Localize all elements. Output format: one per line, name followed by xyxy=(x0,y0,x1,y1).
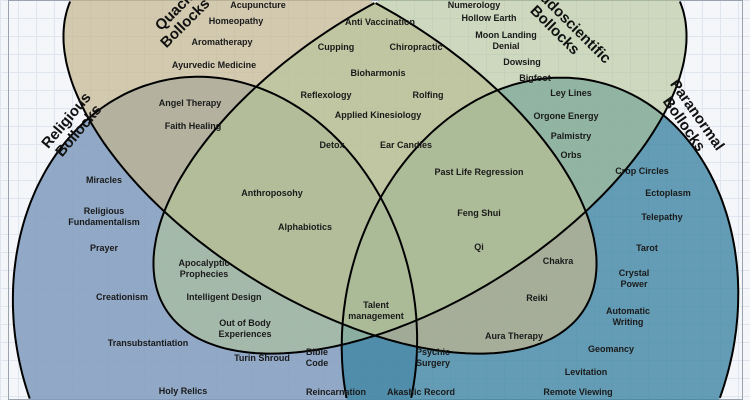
item: Acupuncture xyxy=(230,0,286,10)
item: Akashic Record xyxy=(386,387,456,397)
item: management xyxy=(348,311,404,321)
item: Anti Vaccination xyxy=(344,17,416,27)
item: Turin Shroud xyxy=(234,353,290,363)
item: Intelligent Design xyxy=(186,292,262,302)
item: Crop Circles xyxy=(615,166,669,176)
item: Moon Landing xyxy=(475,30,537,40)
item: Reflexology xyxy=(300,90,352,100)
item: Palmistry xyxy=(550,131,592,141)
item: Remote Viewing xyxy=(543,387,613,397)
item: Levitation xyxy=(564,367,608,377)
item: Ayurvedic Medicine xyxy=(171,60,257,70)
item: Angel Therapy xyxy=(158,98,222,108)
item: Bioharmonis xyxy=(350,68,406,78)
item: Prophecies xyxy=(179,269,229,279)
item: Alphabiotics xyxy=(277,222,333,232)
item: Applied Kinesiology xyxy=(334,110,422,120)
item: Denial xyxy=(492,41,520,51)
set-pseudo-outline xyxy=(152,1,688,355)
item: Holy Relics xyxy=(158,386,208,396)
item: Automatic xyxy=(605,306,651,316)
set-religious-outline xyxy=(11,75,419,399)
item: Surgery xyxy=(415,358,451,368)
item: Numerology xyxy=(447,0,501,10)
item: Homeopathy xyxy=(208,16,264,26)
item: Creationism xyxy=(95,292,149,302)
item: Psychic xyxy=(415,347,451,357)
item: Tarot xyxy=(636,243,658,253)
item: Orgone Energy xyxy=(533,111,599,121)
item: Bigfoot xyxy=(519,73,551,83)
item: Prayer xyxy=(89,243,119,253)
item: Anthroposohy xyxy=(241,188,303,198)
item: Chiropractic xyxy=(389,42,443,52)
item: Religious xyxy=(83,206,125,216)
item: Dowsing xyxy=(503,57,541,67)
item: Fundamentalism xyxy=(68,217,140,227)
set-paranormal-outline xyxy=(340,76,740,399)
item: Power xyxy=(620,279,648,289)
item: Code xyxy=(305,358,329,368)
item: Writing xyxy=(612,317,644,327)
item: Cupping xyxy=(317,42,355,52)
item: Reiki xyxy=(526,293,548,303)
item: Feng Shui xyxy=(457,208,501,218)
item: Transubstantiation xyxy=(107,338,189,348)
item: Reincarnation xyxy=(305,387,367,397)
item: Ectoplasm xyxy=(645,188,691,198)
item: Miracles xyxy=(85,175,123,185)
item: Aura Therapy xyxy=(484,331,544,341)
set-quack-outline xyxy=(62,1,598,355)
item: Out of Body xyxy=(219,318,271,328)
item: Orbs xyxy=(560,150,582,160)
item: Bible xyxy=(305,347,329,357)
item: Faith Healing xyxy=(164,121,222,131)
item: Telepathy xyxy=(641,212,683,222)
item: Ear Candles xyxy=(379,140,433,150)
set-pseudo xyxy=(153,0,687,354)
item: Rolfing xyxy=(412,90,444,100)
item: Apocalyptic xyxy=(178,258,230,268)
item: Talent xyxy=(363,300,389,310)
item: Geomancy xyxy=(587,344,635,354)
item: Qi xyxy=(474,242,484,252)
item: Detox xyxy=(319,140,345,150)
item: Crystal xyxy=(618,268,650,278)
item: Experiences xyxy=(218,329,272,339)
item: Hollow Earth xyxy=(461,13,517,23)
item: Chakra xyxy=(542,256,574,266)
item: Aromatherapy xyxy=(191,37,253,47)
item: Past Life Regression xyxy=(434,167,524,177)
item: Ley Lines xyxy=(550,88,592,98)
